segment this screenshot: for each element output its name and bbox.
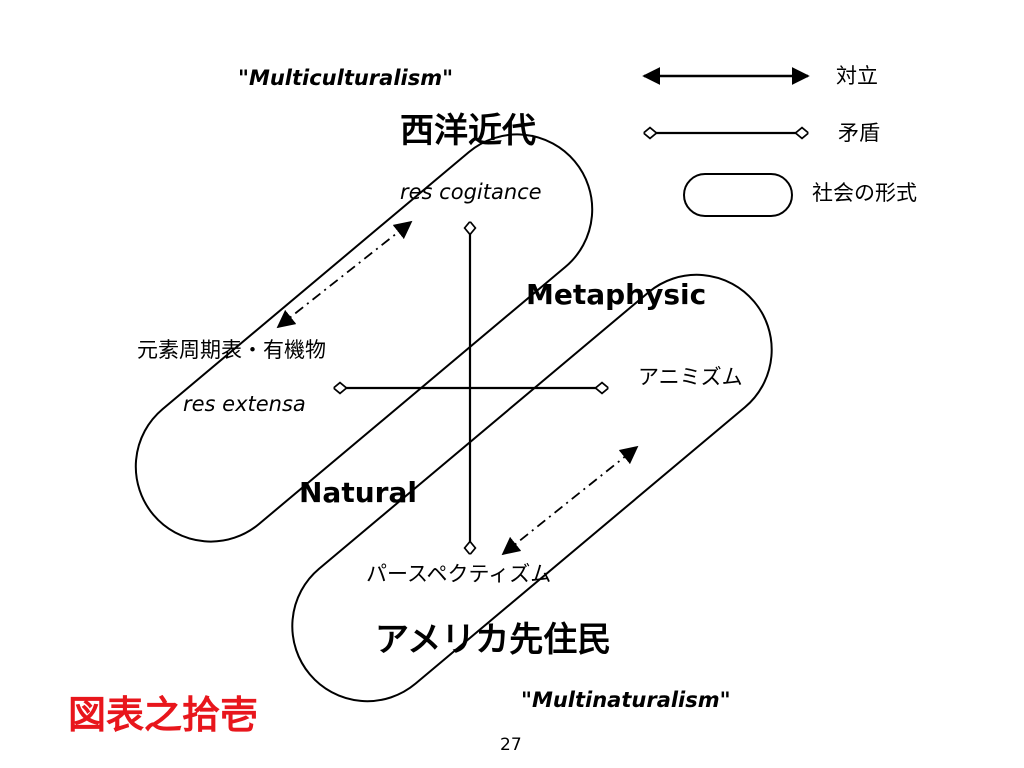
lower-opposition-arrow xyxy=(501,445,639,556)
metaphysic-label: Metaphysic xyxy=(526,278,707,311)
figure-title: 図表之拾壱 xyxy=(68,693,259,737)
multiculturalism-label: "Multiculturalism" xyxy=(238,66,454,90)
periodic-table-label: 元素周期表・有機物 xyxy=(137,338,326,362)
western-modern-label: 西洋近代 xyxy=(400,111,536,151)
res-cogitance-label: res cogitance xyxy=(400,180,542,204)
upper-opposition-arrow xyxy=(276,220,413,329)
res-extensa-label: res extensa xyxy=(183,392,306,416)
legend-social-form-shape xyxy=(683,173,793,217)
legend-opposition-label: 対立 xyxy=(836,64,878,88)
perspectivism-label: パースペクティズム xyxy=(366,562,552,586)
legend-social-form-label: 社会の形式 xyxy=(812,181,917,205)
animism-label: アニミズム xyxy=(638,365,743,389)
legend-contradiction-label: 矛盾 xyxy=(838,121,880,145)
page-number: 27 xyxy=(500,735,522,755)
natural-label: Natural xyxy=(299,476,417,509)
multinaturalism-label: "Multinaturalism" xyxy=(521,688,731,712)
native-american-label: アメリカ先住民 xyxy=(375,620,612,660)
